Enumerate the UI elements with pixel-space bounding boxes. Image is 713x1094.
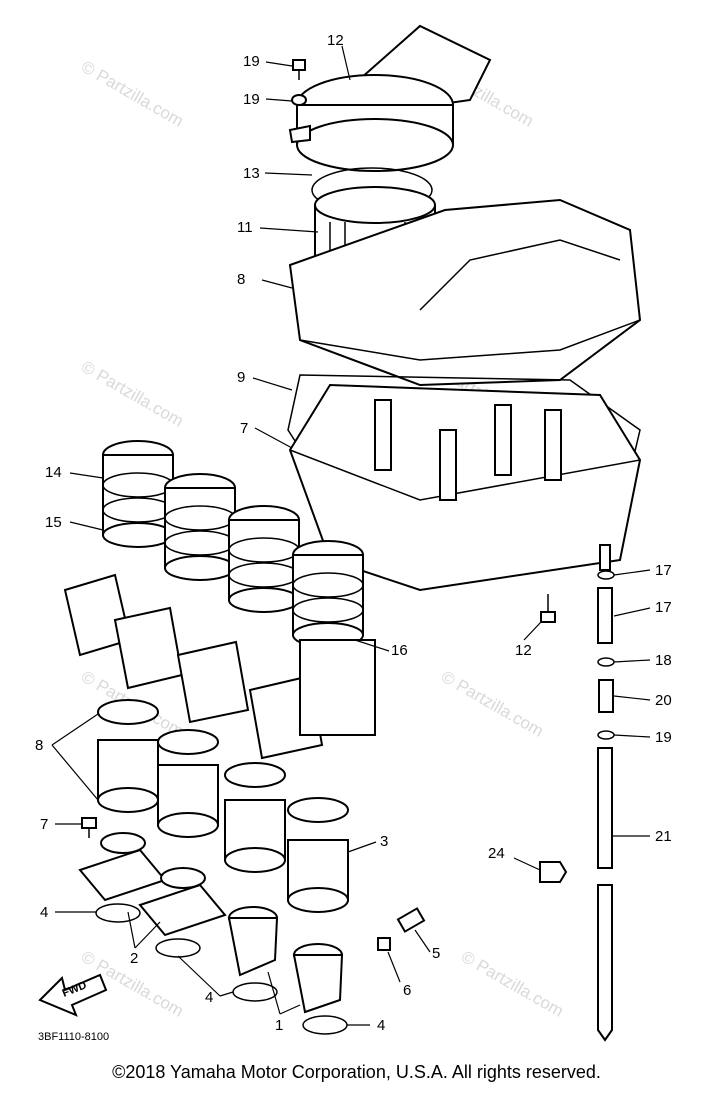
callout-4c: 4 (377, 1017, 385, 1034)
lower-joints-drawing (97, 699, 349, 913)
carburetors-drawing (63, 573, 376, 760)
callout-19a: 17 (655, 562, 672, 579)
drawing-code: 3BF1110-8100 (38, 1031, 109, 1043)
intake-joints-drawing (102, 440, 364, 648)
callout-16: 14 (45, 464, 62, 481)
callout-23: 19 (243, 91, 260, 108)
leader-lines (51, 45, 651, 1026)
callout-5: 5 (432, 945, 440, 962)
callout-13: 11 (237, 219, 253, 236)
air-box-case-drawing (288, 383, 642, 592)
callout-19c-text: 19 (655, 729, 672, 746)
copyright-footer: ©2018 Yamaha Motor Corporation, U.S.A. A… (112, 1062, 601, 1082)
callout-10: 8 (237, 271, 245, 288)
callout-12-text: 12 (515, 642, 532, 659)
watermark: © Partzilla.com (458, 947, 567, 1021)
callout-1: 1 (275, 1017, 283, 1034)
callout-3: 3 (380, 833, 388, 850)
callout-11: 9 (237, 369, 245, 386)
callout-2: 2 (130, 950, 138, 967)
watermark: © Partzilla.com (78, 357, 187, 431)
watermark: © Partzilla.com (78, 57, 187, 131)
callout-7: 7 (40, 816, 48, 833)
callout-9: 7 (240, 420, 248, 437)
air-duct-cap-drawing (288, 24, 492, 172)
callout-4a: 4 (40, 904, 48, 921)
fasteners-drawing (81, 59, 556, 951)
callout-17: 15 (45, 514, 62, 531)
carburetor-joints-drawing (78, 832, 227, 937)
callout-14: 12 (327, 32, 344, 49)
air-box-cover-drawing (288, 198, 642, 387)
callouts: 19 19 12 13 11 8 9 7 14 15 16 13 12 12 1… (35, 32, 672, 1043)
callout-19b: 18 (655, 652, 672, 669)
callout-22: 19 (243, 53, 260, 70)
fwd-arrow: FWD (38, 973, 108, 1017)
watermark: © Partzilla.com (438, 667, 547, 741)
callout-8-text: 8 (35, 737, 43, 754)
callout-6: 6 (403, 982, 411, 999)
intake-manifolds-drawing (227, 906, 344, 1014)
callout-24: 24 (488, 845, 505, 862)
callout-4b: 4 (205, 989, 213, 1006)
clip-drawing (539, 861, 568, 883)
callout-20-text: 20 (655, 692, 672, 709)
callout-21: 21 (655, 828, 672, 845)
callout-15: 13 (243, 165, 260, 182)
callout-17b: 16 (391, 642, 408, 659)
callout-18: 17 (655, 599, 672, 616)
drain-hose-drawing (597, 570, 615, 1042)
